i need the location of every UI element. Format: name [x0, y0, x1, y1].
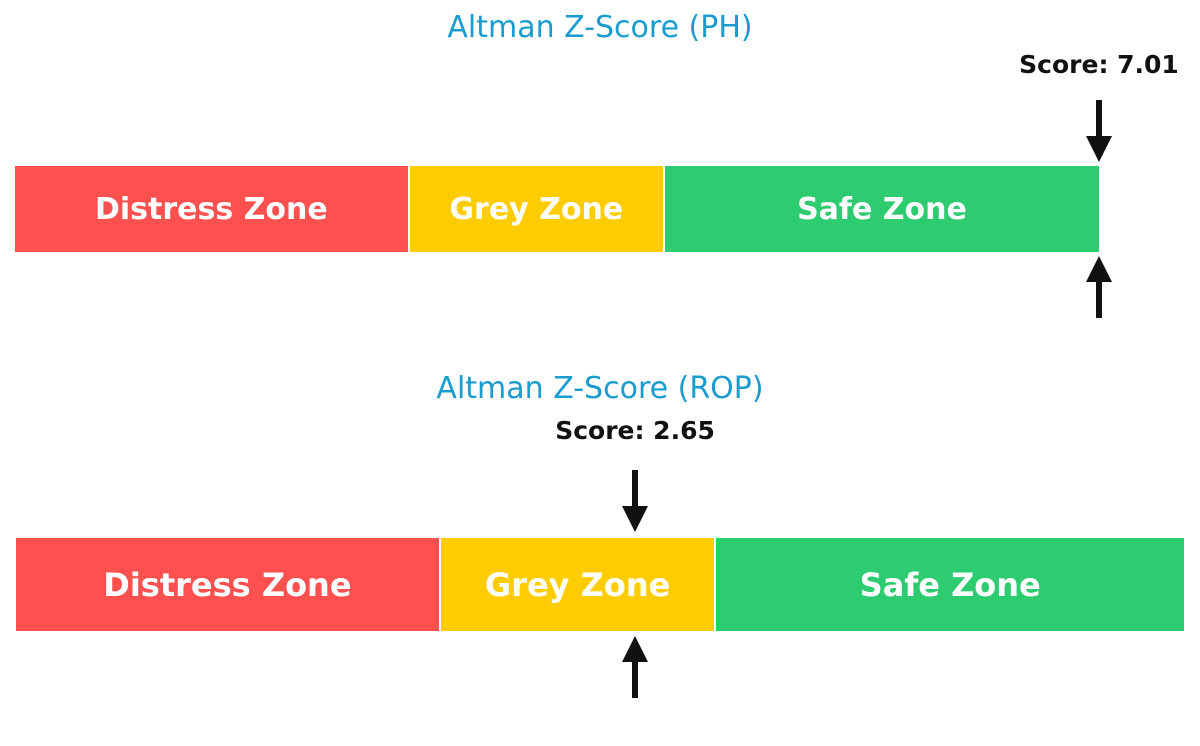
- score-arrow-up: [622, 636, 649, 698]
- safe-zone-label: Safe Zone: [797, 191, 967, 227]
- score-arrow-down: [622, 470, 649, 532]
- score-label: Score: 2.65: [555, 416, 715, 445]
- distress-zone: Distress Zone: [15, 166, 408, 252]
- safe-zone: Safe Zone: [714, 538, 1184, 631]
- distress-zone: Distress Zone: [16, 538, 439, 631]
- grey-zone-label: Grey Zone: [449, 191, 624, 227]
- zone-bar: Distress Zone Grey Zone Safe Zone: [16, 538, 1184, 631]
- score-arrow-up: [1086, 256, 1112, 318]
- zone-bar: Distress Zone Grey Zone Safe Zone: [15, 166, 1099, 252]
- score-arrow-down: [1086, 100, 1112, 162]
- safe-zone-label: Safe Zone: [859, 565, 1041, 604]
- grey-zone-label: Grey Zone: [484, 565, 671, 604]
- grey-zone: Grey Zone: [438, 538, 715, 631]
- chart-ph: Altman Z-Score (PH) Score: 7.01 Distress…: [0, 0, 1200, 330]
- chart-title: Altman Z-Score (PH): [447, 10, 753, 45]
- score-label: Score: 7.01: [1019, 50, 1179, 79]
- chart-rop: Altman Z-Score (ROP) Score: 2.65 Distres…: [0, 366, 1200, 716]
- chart-title: Altman Z-Score (ROP): [436, 371, 764, 406]
- distress-zone-label: Distress Zone: [95, 191, 328, 227]
- grey-zone: Grey Zone: [407, 166, 663, 252]
- safe-zone: Safe Zone: [662, 166, 1099, 252]
- distress-zone-label: Distress Zone: [103, 565, 352, 604]
